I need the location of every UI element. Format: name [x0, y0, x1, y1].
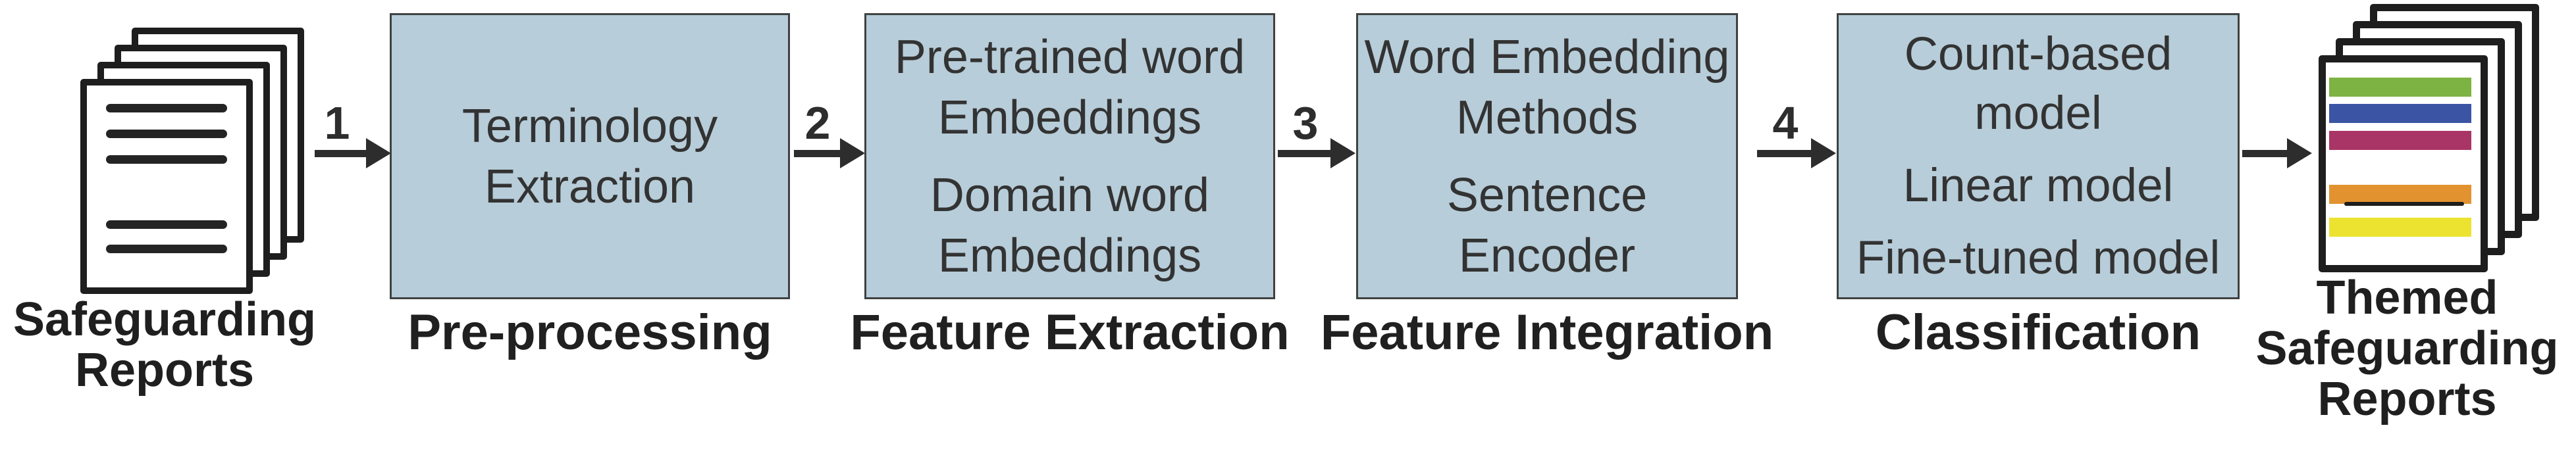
document-text-line	[106, 245, 227, 253]
stage-box-text: Linear model	[1903, 159, 2174, 212]
step-number-1: 1	[324, 97, 350, 149]
stage-box-text: Sentence Encoder	[1446, 168, 1648, 282]
theme-bar-yellow	[2329, 218, 2471, 237]
input-label: Safeguarding Reports	[0, 295, 329, 396]
stage-label-classification: Classification	[1875, 304, 2201, 360]
stage-box-text: Domain word Embeddings	[930, 168, 1210, 282]
flow-arrow-2-head	[840, 138, 865, 168]
document-text-line	[106, 155, 227, 164]
document-page-front	[80, 79, 253, 294]
stage-box-text: Fine-tuned model	[1856, 231, 2221, 284]
flow-arrow-4	[1757, 150, 1814, 157]
flow-arrow-5	[2242, 150, 2288, 157]
step-number-4: 4	[1772, 97, 1799, 149]
flow-arrow-3	[1278, 150, 1333, 157]
stage-label-feature-extraction: Feature Extraction	[850, 304, 1290, 360]
theme-bar-underline	[2344, 202, 2464, 206]
stage-label-feature-integration: Feature Integration	[1320, 304, 1774, 360]
document-text-line	[106, 220, 227, 229]
input-label-line: Reports	[74, 344, 255, 397]
output-label-line: Reports	[2317, 373, 2497, 425]
flow-arrow-4-head	[1811, 138, 1836, 168]
stage-box-feature-integration: Word Embedding Methods Sentence Encoder	[1356, 13, 1738, 299]
flow-arrow-3-head	[1330, 138, 1355, 168]
theme-bar-green	[2329, 78, 2471, 97]
flow-arrow-5-head	[2287, 138, 2312, 168]
theme-bar-magenta	[2329, 131, 2471, 150]
stage-box-feature-extraction: Pre-trained word Embeddings Domain word …	[864, 13, 1275, 299]
input-label-line: Safeguarding	[13, 293, 317, 346]
stage-box-text: Word Embedding Methods	[1364, 30, 1730, 144]
stage-box-classification: Count-based model Linear model Fine-tune…	[1837, 13, 2240, 299]
step-number-2: 2	[804, 97, 831, 149]
flow-arrow-2	[794, 150, 841, 157]
stage-box-text: Terminology Extraction	[461, 99, 718, 213]
stage-box-pre-processing: Terminology Extraction	[390, 13, 790, 299]
output-label-line: Safeguarding	[2255, 322, 2559, 375]
flow-arrow-1	[315, 150, 367, 157]
stage-box-text: Count-based model	[1904, 28, 2172, 139]
theme-bar-blue	[2329, 104, 2471, 123]
document-text-line	[106, 104, 227, 112]
output-label: Themed Safeguarding Reports	[2238, 273, 2576, 425]
stage-box-text: Pre-trained word Embeddings	[894, 30, 1246, 144]
document-text-line	[106, 130, 227, 138]
step-number-blank	[2237, 103, 2294, 143]
output-label-line: Themed	[2316, 272, 2498, 324]
step-number-3: 3	[1292, 97, 1319, 149]
theme-bar-orange	[2329, 185, 2471, 204]
stage-label-pre-processing: Pre-processing	[407, 304, 772, 360]
flow-arrow-1-head	[366, 138, 391, 168]
